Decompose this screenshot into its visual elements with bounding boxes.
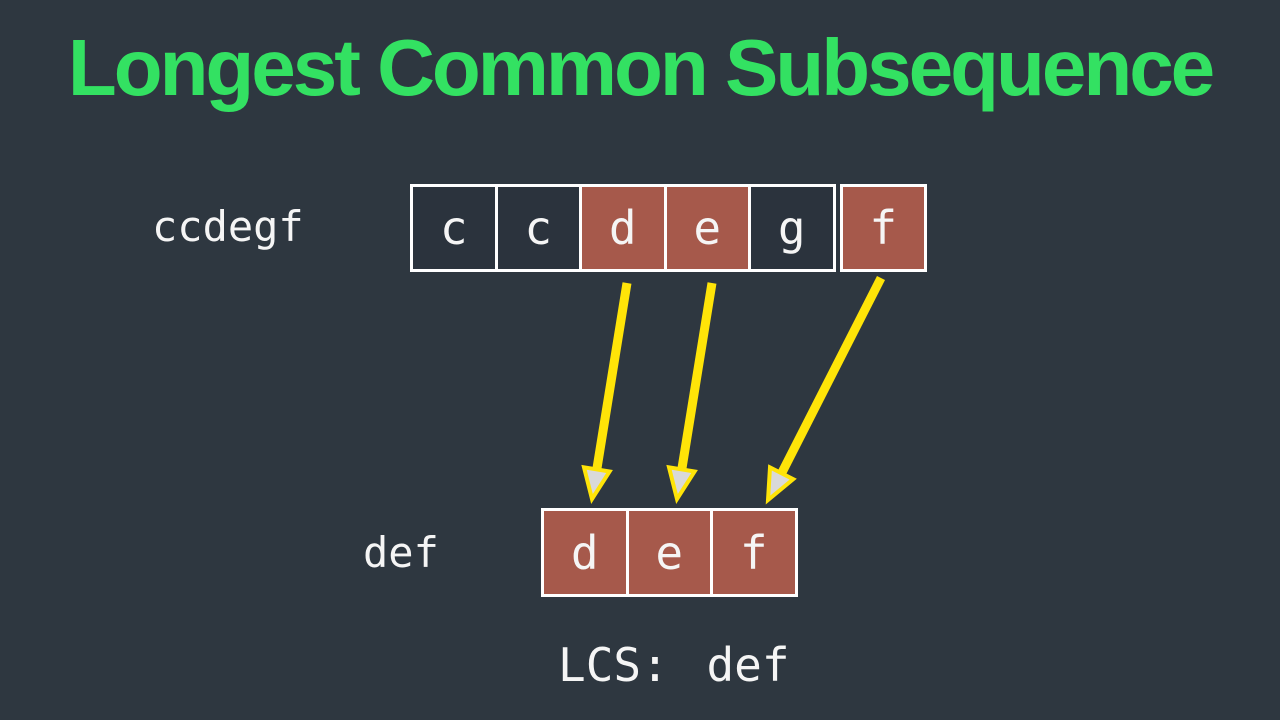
- arrow-head-2: [666, 464, 698, 504]
- arrow-shaft-3: [776, 275, 886, 478]
- arrow-head-1: [581, 464, 613, 504]
- sequence-label-top: ccdegf: [152, 202, 304, 251]
- lcs-result-text: LCS: def: [558, 638, 790, 692]
- cell-d: d: [579, 184, 667, 272]
- cell-g: g: [748, 184, 836, 272]
- cell-d: d: [541, 508, 629, 597]
- arrow-head-3: [765, 464, 797, 505]
- cell-c: c: [410, 184, 498, 272]
- cell-e: e: [663, 184, 751, 272]
- page-title: Longest Common Subsequence: [67, 23, 1215, 112]
- cell-f: f: [839, 184, 927, 272]
- sequence-label-bottom: def: [363, 528, 439, 577]
- arrow-shaft-2: [676, 282, 717, 474]
- arrow-shaft-1: [591, 282, 632, 474]
- cell-c: c: [494, 184, 582, 272]
- cell-f: f: [710, 508, 798, 597]
- cell-e: e: [625, 508, 713, 597]
